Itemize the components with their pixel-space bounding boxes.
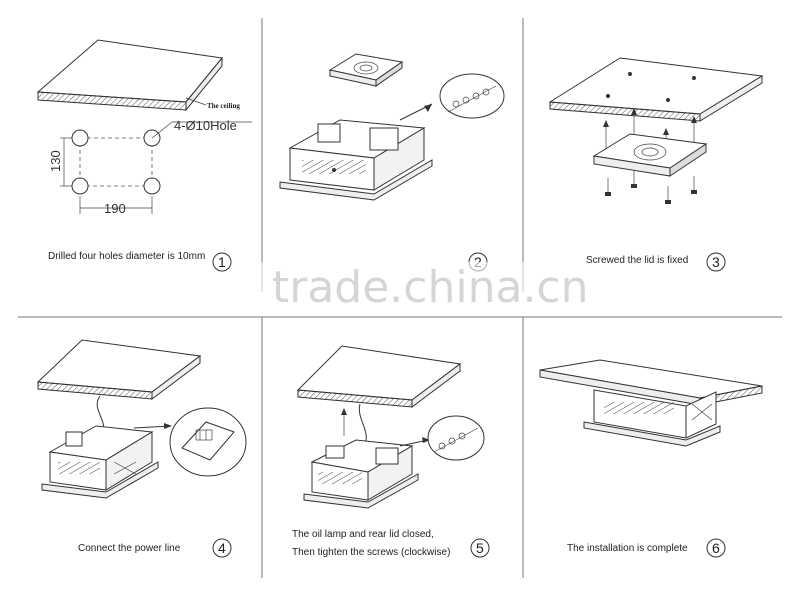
- ceiling-slab-6: [539, 359, 763, 406]
- panel-1-caption: Drilled four holes diameter is 10mm: [48, 251, 205, 262]
- ceiling-slab-5: [296, 345, 462, 408]
- hole-layout: 4-Ø10Hole 130 190: [48, 118, 252, 216]
- screw-detail: [439, 73, 505, 119]
- installed-lamp: [583, 389, 721, 447]
- screw-detail-5: [427, 415, 485, 461]
- arrows-up: [603, 108, 697, 158]
- hole-3: [71, 177, 89, 195]
- dim-vertical-label: 130: [48, 150, 63, 172]
- lamp-housing: [279, 119, 433, 201]
- connector-detail: [169, 407, 247, 477]
- step-5-circle: [470, 538, 490, 558]
- panel-5-caption-line1: The oil lamp and rear lid closed,: [292, 529, 434, 540]
- panel-3: Screwed the lid is fixed 3: [548, 57, 764, 272]
- lid-plate-3: [592, 133, 708, 177]
- holes-label: 4-Ø10Hole: [174, 118, 237, 133]
- panel-3-caption: Screwed the lid is fixed: [586, 255, 688, 266]
- panel-6: The installation is complete 6: [539, 359, 763, 558]
- step-5-number: 5: [476, 540, 484, 556]
- dim-horizontal-label: 190: [104, 201, 126, 216]
- ceiling-slab-4: [36, 339, 202, 400]
- step-4-circle: [212, 538, 232, 558]
- ceiling-leader: [185, 97, 207, 106]
- panel-4-caption: Connect the power line: [78, 543, 181, 554]
- lamp-housing-5: [303, 439, 419, 509]
- step-1-number: 1: [218, 254, 226, 270]
- watermark: trade.china.cn: [240, 262, 589, 313]
- panel-5-caption-line2: Then tighten the screws (clockwise): [292, 547, 450, 558]
- ceiling-label: The ceiling: [207, 102, 240, 110]
- step-1-circle: [212, 252, 232, 272]
- lid-plate: [328, 53, 404, 87]
- ceiling-slab: [36, 39, 223, 112]
- step-6-number: 6: [712, 540, 720, 556]
- step-6-circle: [706, 538, 726, 558]
- watermark-text: trade.china.cn: [272, 262, 589, 313]
- hole-4: [143, 177, 161, 195]
- panel-5: The oil lamp and rear lid closed, Then t…: [292, 345, 490, 558]
- lamp-housing-4: [41, 425, 159, 499]
- step-4-number: 4: [218, 540, 226, 556]
- panel-6-caption: The installation is complete: [567, 543, 688, 554]
- step-3-number: 3: [712, 254, 720, 270]
- ceiling-slab-3: [548, 57, 764, 122]
- hole-1: [71, 129, 89, 147]
- step-3-circle: [706, 252, 726, 272]
- panel-2: 2: [279, 53, 505, 272]
- screws-3: [605, 170, 697, 204]
- panel-4: Connect the power line 4: [36, 339, 247, 558]
- panel-1: The ceiling 4-Ø10Hole 130 190 Drilled fo…: [36, 39, 252, 272]
